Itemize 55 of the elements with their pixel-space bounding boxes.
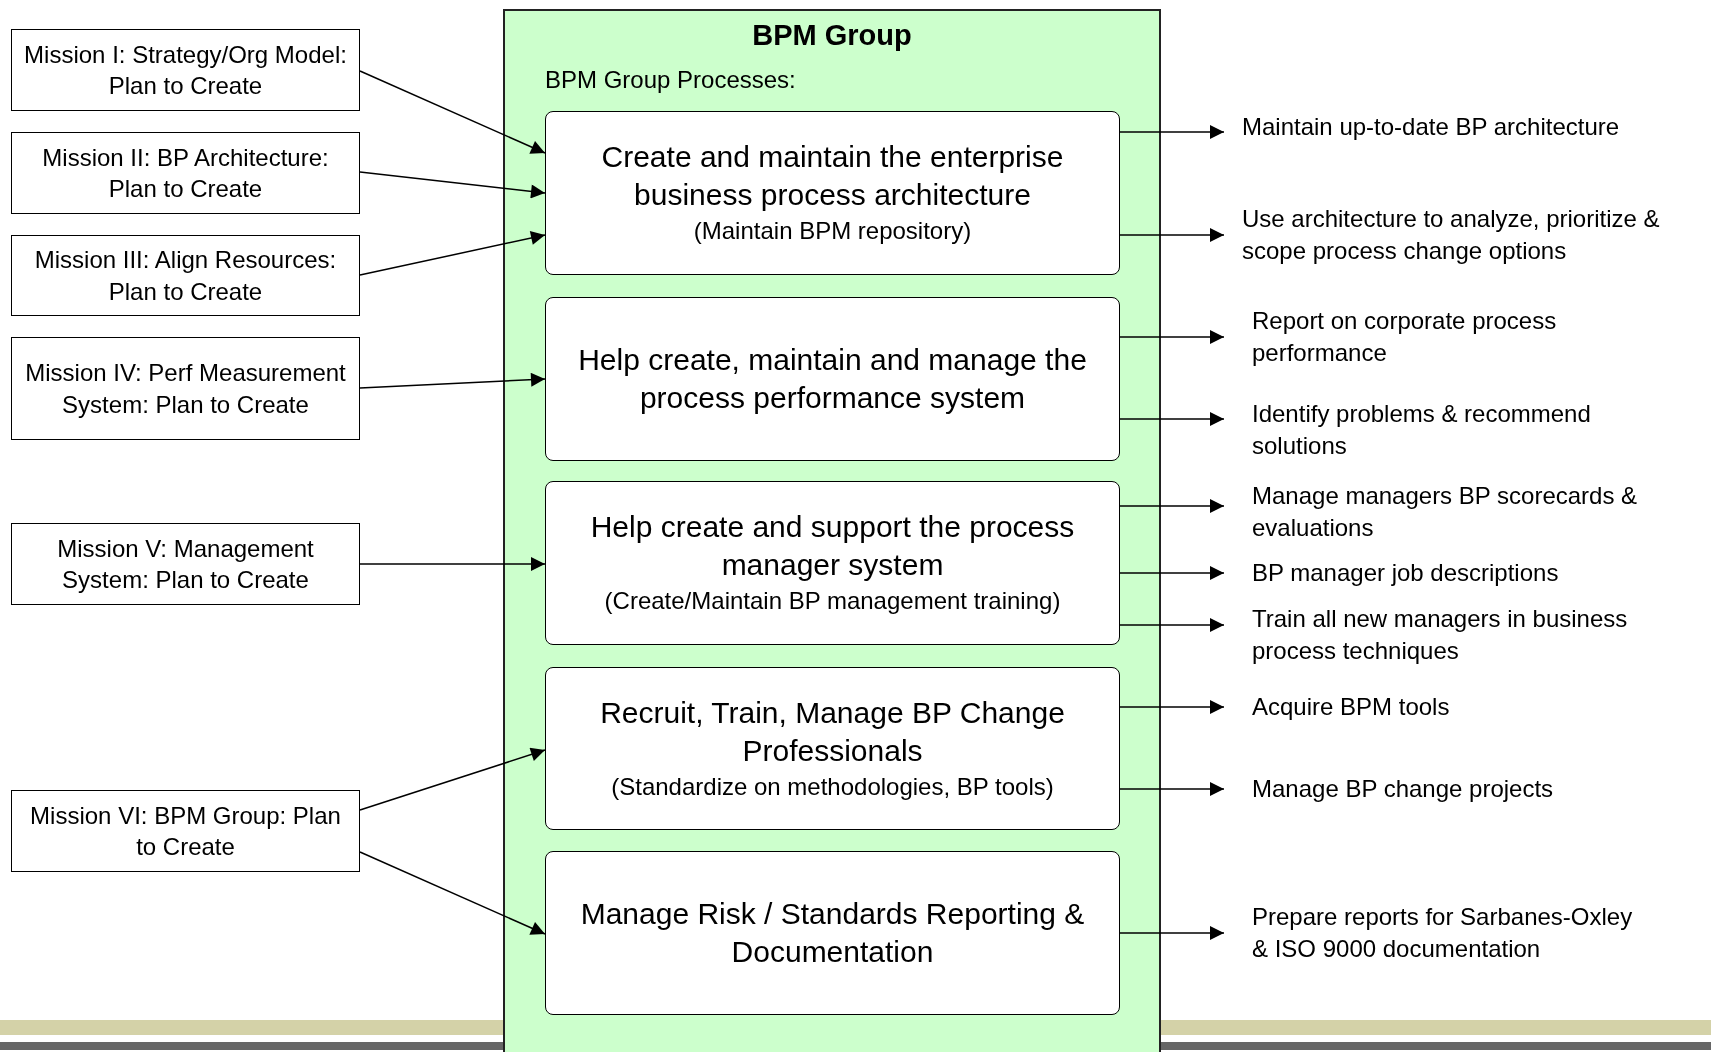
process-title: Manage Risk / Standards Reporting & Documentation bbox=[579, 895, 1086, 970]
box-label: Mission II: BP Architecture: Plan to Create bbox=[41, 142, 330, 204]
arrow bbox=[1119, 412, 1225, 426]
output-label: Manage BP change projects bbox=[1224, 769, 1644, 809]
box-label: Mission I: Strategy/Org Model: Plan to Create bbox=[23, 39, 348, 101]
arrow bbox=[1119, 330, 1225, 344]
box-label: Mission V: Management System: Plan to Create bbox=[56, 533, 315, 595]
mission-box bbox=[11, 235, 360, 316]
process-title: Help create, maintain and manage the process performance system bbox=[577, 341, 1088, 416]
arrow bbox=[1119, 566, 1225, 580]
arrow bbox=[1119, 618, 1225, 632]
mission-box bbox=[11, 523, 360, 605]
box-label: Mission VI: BPM Group: Plan to Create bbox=[29, 800, 342, 862]
mission-box bbox=[11, 790, 360, 872]
arrow bbox=[1119, 700, 1225, 714]
output-label: Manage managers BP scorecards & evaluations bbox=[1224, 477, 1644, 547]
arrow bbox=[359, 747, 546, 811]
output-label: BP manager job descriptions bbox=[1224, 553, 1644, 593]
output-label: Use architecture to analyze, prioritize & scope process change options bbox=[1224, 200, 1694, 270]
panel-title: BPM Group bbox=[751, 19, 913, 52]
mission-box bbox=[11, 29, 360, 111]
arrow bbox=[1119, 228, 1225, 242]
mission-box bbox=[11, 132, 360, 214]
panel-subtitle: BPM Group Processes: bbox=[545, 66, 797, 94]
arrow bbox=[1119, 499, 1225, 513]
output-label: Acquire BPM tools bbox=[1224, 687, 1644, 727]
group-panel bbox=[503, 9, 1161, 1052]
arrow bbox=[1119, 926, 1225, 940]
arrow bbox=[359, 557, 546, 571]
output-label: Report on corporate process performance bbox=[1224, 302, 1644, 372]
output-label: Identify problems & recommend solutions bbox=[1224, 395, 1644, 465]
arrow bbox=[359, 231, 546, 276]
output-label: Prepare reports for Sarbanes-Oxley & ISO 9000 documentation bbox=[1224, 883, 1644, 983]
process-title: Help create and support the process manager system bbox=[589, 509, 1076, 584]
output-label: Train all new managers in business process techniques bbox=[1224, 600, 1644, 670]
process-note: (Create/Maintain BP management training) bbox=[604, 586, 1061, 617]
output-label: Maintain up-to-date BP architecture bbox=[1224, 92, 1644, 162]
process-box bbox=[545, 667, 1120, 830]
process-note: (Standardize on methodologies, BP tools) bbox=[611, 771, 1054, 802]
process-box bbox=[545, 297, 1120, 461]
arrow bbox=[359, 70, 546, 154]
arrow bbox=[1119, 782, 1225, 796]
process-box bbox=[545, 851, 1120, 1015]
process-note: (Maintain BPM repository) bbox=[693, 216, 972, 247]
box-label: Mission III: Align Resources: Plan to Create bbox=[33, 245, 338, 307]
mission-box bbox=[11, 337, 360, 440]
arrow bbox=[359, 171, 546, 199]
process-box bbox=[545, 111, 1120, 275]
box-label: Mission IV: Perf Measurement System: Plan to Create bbox=[24, 358, 347, 420]
arrow bbox=[359, 851, 546, 935]
process-title: Create and maintain the enterprise business process architecture bbox=[600, 139, 1065, 214]
process-box bbox=[545, 481, 1120, 645]
process-title: Recruit, Train, Manage BP Change Professionals bbox=[599, 694, 1066, 769]
arrow bbox=[359, 372, 546, 389]
arrow bbox=[1119, 125, 1225, 139]
